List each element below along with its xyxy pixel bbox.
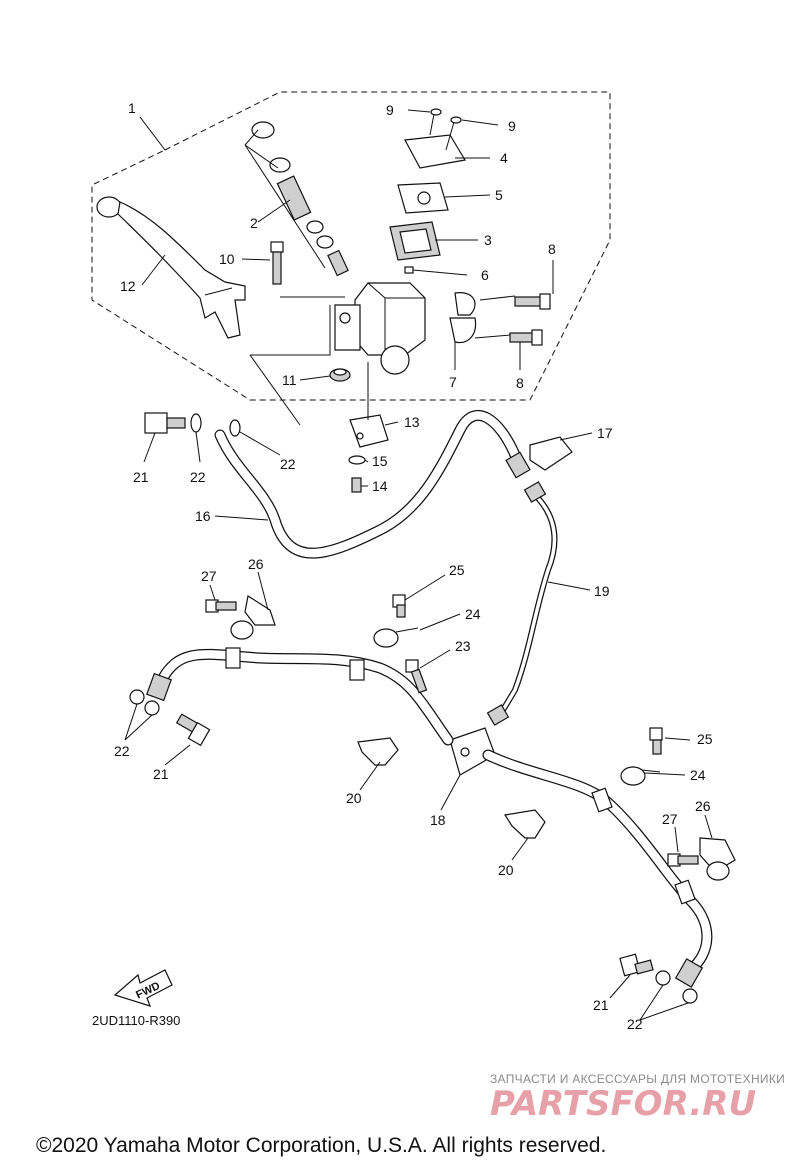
callout-22a: 22 — [190, 469, 206, 485]
brake-pipe — [486, 481, 558, 726]
callout-21c: 21 — [593, 997, 609, 1013]
reservoir-float — [404, 266, 414, 274]
callout-22c: 22 — [114, 743, 130, 759]
callout-22d: 22 — [627, 1016, 643, 1032]
watermark-brand: PARTSFOR.RU — [490, 1084, 756, 1124]
callout-5: 5 — [495, 187, 503, 203]
copper-washer-left-2 — [144, 700, 160, 716]
lever-pivot-bolt — [270, 241, 284, 285]
callout-20a: 20 — [346, 790, 362, 806]
cap-screw-right — [445, 116, 462, 151]
callout-1: 1 — [128, 100, 136, 116]
callout-24a: 24 — [465, 606, 481, 622]
copper-washer-top-2 — [229, 419, 241, 437]
master-cylinder-body — [334, 282, 426, 375]
joint-bolt — [405, 659, 428, 694]
callout-25b: 25 — [697, 731, 713, 747]
diagram-reference-code: 2UD1110-R390 — [92, 1013, 180, 1028]
copper-washer-right-1 — [655, 970, 671, 986]
callout-4: 4 — [500, 150, 508, 166]
brake-hose-left — [146, 647, 454, 746]
hose-clamp-right — [620, 766, 661, 786]
callout-22b: 22 — [280, 456, 296, 472]
clamp-bolt-right — [649, 727, 663, 755]
hose-bracket-left — [230, 595, 276, 640]
callout-10: 10 — [219, 251, 235, 267]
callout-15: 15 — [372, 453, 388, 469]
forward-arrow-icon: FWD — [113, 969, 173, 1007]
callout-2: 2 — [250, 215, 258, 231]
callout-7: 7 — [449, 374, 457, 390]
callout-17: 17 — [597, 425, 613, 441]
hose-clamp-mid — [373, 627, 419, 648]
brake-switch — [349, 414, 389, 448]
hose-bracket-right — [699, 837, 736, 881]
clamp-bolt-mid — [392, 594, 406, 618]
callout-8a: 8 — [548, 241, 556, 257]
hose-clamp-upper — [529, 436, 573, 471]
leader-lines — [124, 109, 713, 1021]
holder-bolt-lower — [509, 329, 543, 346]
callout-16: 16 — [195, 508, 211, 524]
brake-hose-right — [482, 749, 713, 988]
callout-9b: 9 — [508, 118, 516, 134]
callout-6: 6 — [481, 267, 489, 283]
callout-24b: 24 — [690, 767, 706, 783]
callout-18: 18 — [430, 812, 446, 828]
union-bolt-top — [144, 412, 186, 434]
copper-washer-top-1 — [190, 413, 202, 433]
callout-14: 14 — [372, 478, 388, 494]
copyright-notice: ©2020 Yamaha Motor Corporation, U.S.A. A… — [36, 1134, 606, 1157]
cap-screw-left — [429, 108, 442, 136]
callout-26a: 26 — [248, 556, 264, 572]
holder-bracket — [449, 292, 477, 344]
reservoir-diaphragm — [389, 221, 441, 261]
callout-26b: 26 — [695, 798, 711, 814]
callout-3: 3 — [484, 232, 492, 248]
callout-12: 12 — [120, 278, 136, 294]
union-bolt-left — [175, 713, 211, 747]
copper-washer-right-2 — [682, 988, 698, 1004]
union-bolt-right — [619, 953, 654, 977]
callout-23: 23 — [455, 638, 471, 654]
callout-13: 13 — [404, 414, 420, 430]
callout-21a: 21 — [133, 469, 149, 485]
switch-washer — [348, 455, 366, 465]
callout-8b: 8 — [516, 375, 524, 391]
piston-kit — [251, 121, 349, 277]
switch-screw — [351, 477, 362, 493]
callout-21b: 21 — [153, 766, 169, 782]
hose-clip-left — [357, 737, 399, 766]
watermark-tagline: ЗАПЧАСТИ И АКСЕССУАРЫ ДЛЯ МОТОТЕХНИКИ — [490, 1072, 785, 1086]
callout-20b: 20 — [498, 862, 514, 878]
holder-bolt-upper — [514, 293, 551, 310]
lever-nut — [329, 368, 351, 382]
reservoir-cap — [404, 134, 466, 169]
callout-25a: 25 — [449, 562, 465, 578]
bracket-bolt-left — [205, 599, 237, 613]
brake-joint-tee — [449, 727, 496, 776]
hose-clip-right — [504, 809, 546, 839]
brake-hose-upper — [214, 409, 531, 559]
assembly-boundary — [91, 91, 611, 401]
callout-19: 19 — [594, 583, 610, 599]
callout-9a: 9 — [386, 102, 394, 118]
copper-washer-left-1 — [129, 689, 145, 705]
callout-11: 11 — [282, 372, 297, 388]
bracket-bolt-right — [667, 853, 699, 867]
callout-27a: 27 — [201, 568, 217, 584]
brake-lever — [96, 196, 246, 339]
callout-27b: 27 — [662, 811, 678, 827]
reservoir-plate — [397, 182, 449, 214]
